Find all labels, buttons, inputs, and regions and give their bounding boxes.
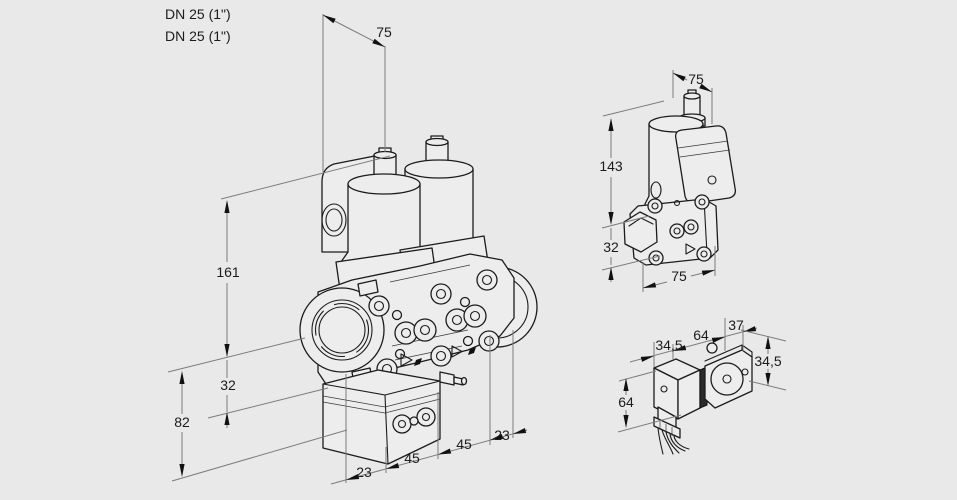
- coil-connector-box: [653, 358, 701, 420]
- inlet-thread-flange: [299, 279, 385, 385]
- dim-label-side-75-top: 75: [688, 71, 704, 87]
- side-flow-arrow: [685, 243, 696, 255]
- coil-drawing: [653, 342, 753, 455]
- dim-label-coil-64-top: 64: [693, 327, 709, 343]
- dn-label-2: DN 25 (1"): [165, 28, 231, 44]
- dim-label-main-32: 32: [220, 377, 236, 393]
- dim-label-side-75-bottom: 75: [671, 268, 687, 284]
- dim-label-main-45-left: 45: [404, 450, 420, 466]
- bracket-hole: [321, 203, 347, 237]
- side-view-dimensions: 75 143 32 75: [599, 70, 716, 292]
- bracket-hole-inner: [325, 208, 343, 232]
- cable-wires: [657, 427, 690, 455]
- dim-label-coil-345-right: 34,5: [754, 353, 781, 369]
- side-valve-body: [623, 194, 719, 266]
- cable-gland: [653, 406, 681, 439]
- dim-label-main-75-top: 75: [376, 24, 392, 40]
- coil-screw: [706, 342, 718, 354]
- dim-label-main-82: 82: [174, 414, 190, 430]
- dim-label-side-143: 143: [599, 158, 623, 174]
- dim-label-main-45-right: 45: [456, 436, 472, 452]
- dim-label-main-23-right: 23: [494, 427, 510, 443]
- coil-view-dimensions: 34,5 64 37 34,5 64: [617, 317, 787, 433]
- connection-cover-flap: [674, 125, 737, 204]
- dn-label-1: DN 25 (1"): [165, 6, 231, 22]
- dim-label-main-23-left: 23: [356, 464, 372, 480]
- flow-direction-arrows: [400, 345, 476, 367]
- main-view-dimensions: 75 161 32 82 23 45: [167, 14, 528, 485]
- side-nozzle: [439, 371, 455, 386]
- dim-label-coil-64-left: 64: [618, 394, 634, 410]
- solenoid-coil-1: [340, 147, 428, 269]
- side-valve-drawing: [623, 89, 737, 266]
- dim-label-main-161: 161: [216, 264, 240, 280]
- main-valve-drawing: [299, 135, 538, 465]
- pressure-ports: [394, 304, 487, 345]
- lower-actuator-box: [322, 369, 468, 465]
- dim-label-side-32: 32: [603, 239, 619, 255]
- dim-label-coil-345-top: 34,5: [655, 337, 682, 353]
- coil-body: [704, 342, 753, 409]
- dim-label-coil-37: 37: [728, 317, 744, 333]
